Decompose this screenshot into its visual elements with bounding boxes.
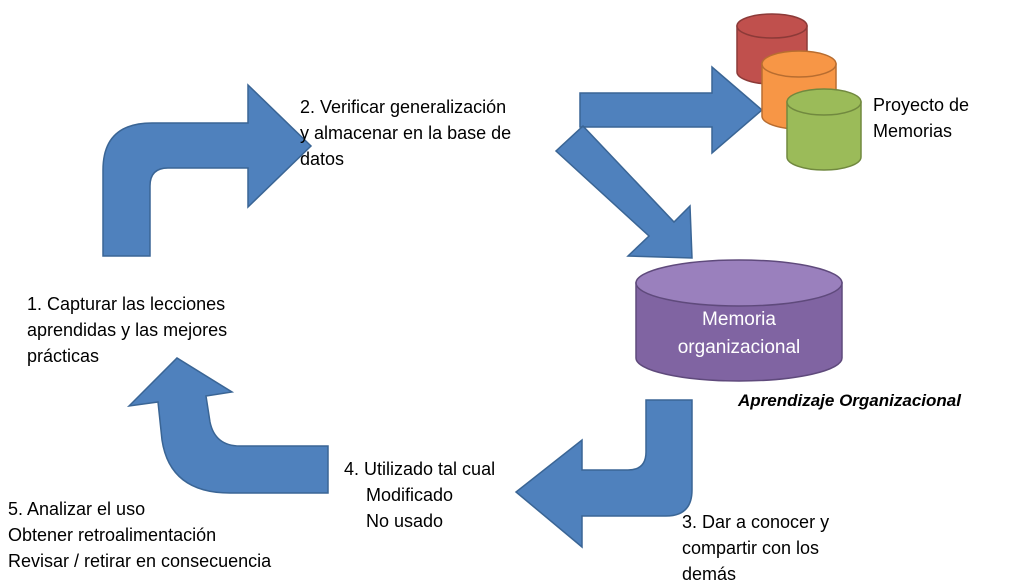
- step-4-label: 4. Utilizado tal cual Modificado No usad…: [344, 456, 495, 534]
- step-5-line-2: Obtener retroalimentación: [8, 525, 217, 545]
- step-4-line-3: No usado: [366, 511, 444, 531]
- step-3-line-1: 3. Dar a conocer y: [682, 512, 830, 532]
- step-1-line-1: 1. Capturar las lecciones: [27, 294, 226, 314]
- step-2-line-3: datos: [300, 149, 345, 169]
- project-memories-label: Proyecto de Memorias: [873, 92, 969, 144]
- arrow-up-right: [102, 83, 313, 257]
- arrow-down-to-organizational-memory: [554, 124, 693, 259]
- step-4-line-2: Modificado: [366, 485, 454, 505]
- step-5-label: 5. Analizar el uso Obtener retroalimenta…: [8, 496, 271, 574]
- step-4-line-1: 4. Utilizado tal cual: [344, 459, 496, 479]
- arrow-right-to-project-memories: [579, 65, 764, 155]
- project-memories-line-2: Memorias: [873, 121, 953, 141]
- organizational-memory-cylinder: [635, 259, 843, 382]
- step-3-line-2: compartir con los: [682, 538, 820, 558]
- step-2-line-2: y almacenar en la base de: [300, 123, 512, 143]
- diagram-caption: Aprendizaje Organizacional: [738, 391, 961, 410]
- step-1-line-2: aprendidas y las mejores: [27, 320, 228, 340]
- step-3-label: 3. Dar a conocer y compartir con los dem…: [682, 509, 829, 586]
- step-1-line-3: prácticas: [27, 346, 100, 366]
- organizational-memory-line-2: organizacional: [677, 337, 801, 358]
- step-5-line-3: Revisar / retirar en consecuencia: [8, 551, 272, 571]
- step-2-line-1: 2. Verificar generalización: [300, 97, 507, 117]
- step-5-line-1: 5. Analizar el uso: [8, 499, 146, 519]
- step-1-label: 1. Capturar las lecciones aprendidas y l…: [27, 291, 227, 369]
- arrow-up-left: [126, 357, 329, 494]
- project-memory-cylinder-green: [786, 88, 862, 171]
- arrow-down-left: [514, 399, 693, 549]
- organizational-memory-label: Memoria organizacional: [636, 306, 842, 362]
- project-memories-line-1: Proyecto de: [873, 95, 970, 115]
- step-2-label: 2. Verificar generalización y almacenar …: [300, 94, 511, 172]
- organizational-memory-line-1: Memoria: [702, 309, 776, 330]
- step-3-line-3: demás: [682, 564, 737, 584]
